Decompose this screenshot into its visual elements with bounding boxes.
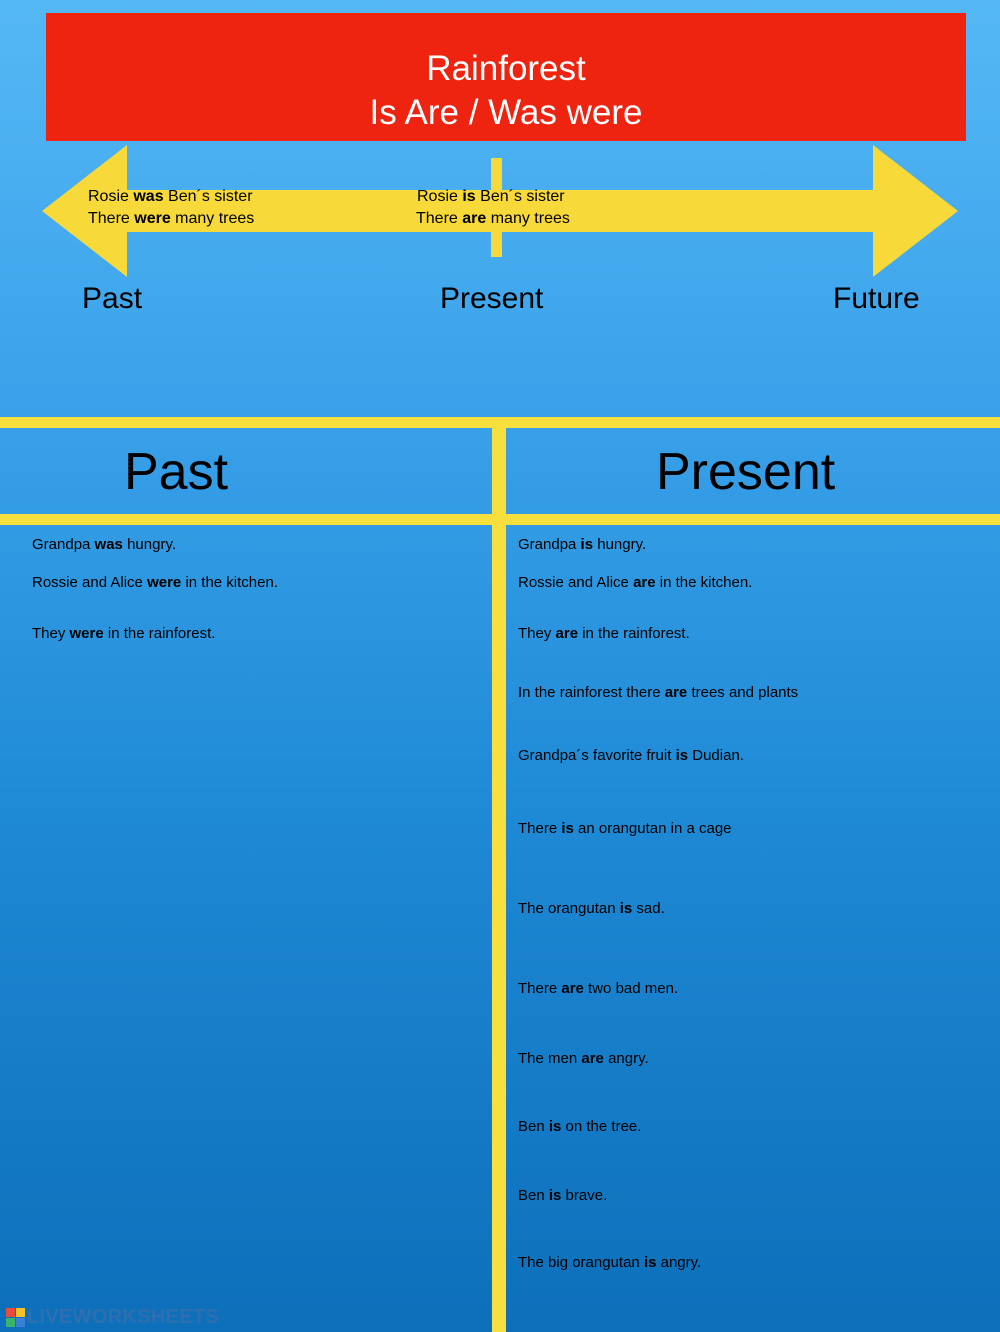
present-sentence: They are in the rainforest.	[518, 625, 690, 642]
column-heading-present: Present	[656, 443, 836, 501]
past-sentence: Rossie and Alice were in the kitchen.	[32, 574, 279, 591]
past-sentence: Grandpa was hungry.	[32, 536, 176, 553]
timeline-arrow	[42, 145, 958, 277]
present-sentence: The big orangutan is angry.	[518, 1254, 702, 1271]
present-example-line-1: Rosie is Ben´s sister	[417, 188, 565, 205]
present-sentence: Ben is on the tree.	[518, 1118, 642, 1135]
past-example-line-1: Rosie was Ben´s sister	[88, 188, 253, 205]
present-sentence: Ben is brave.	[518, 1187, 608, 1204]
liveworksheets-logo: LIVEWORKSHEETS	[6, 1305, 219, 1329]
logo-squares-icon	[6, 1307, 25, 1327]
present-sentence: The men are angry.	[518, 1050, 649, 1067]
title-banner: Rainforest Is Are / Was were	[46, 13, 966, 141]
table-column-divider	[492, 417, 506, 1332]
present-sentence: Rossie and Alice are in the kitchen.	[518, 574, 753, 591]
timeline-label-future: Future	[833, 282, 920, 315]
past-example-line-2: There were many trees	[88, 210, 255, 227]
past-sentence: They were in the rainforest.	[32, 625, 216, 642]
title-line-1: Rainforest	[426, 49, 586, 88]
timeline-label-past: Past	[82, 282, 143, 315]
present-sentence: Grandpa is hungry.	[518, 536, 647, 553]
logo-text: LIVEWORKSHEETS	[27, 1305, 219, 1328]
present-sentence: Grandpa´s favorite fruit is Dudian.	[518, 747, 744, 764]
present-sentence: In the rainforest there are trees and pl…	[518, 684, 799, 701]
present-example-line-2: There are many trees	[416, 210, 570, 227]
present-sentence: There is an orangutan in a cage	[518, 820, 732, 837]
present-sentence: The orangutan is sad.	[518, 900, 665, 917]
timeline-label-present: Present	[440, 282, 544, 315]
present-sentence: There are two bad men.	[518, 980, 679, 997]
title-line-2: Is Are / Was were	[369, 93, 643, 132]
present-marker-tick	[491, 158, 502, 257]
column-heading-past: Past	[124, 443, 229, 501]
